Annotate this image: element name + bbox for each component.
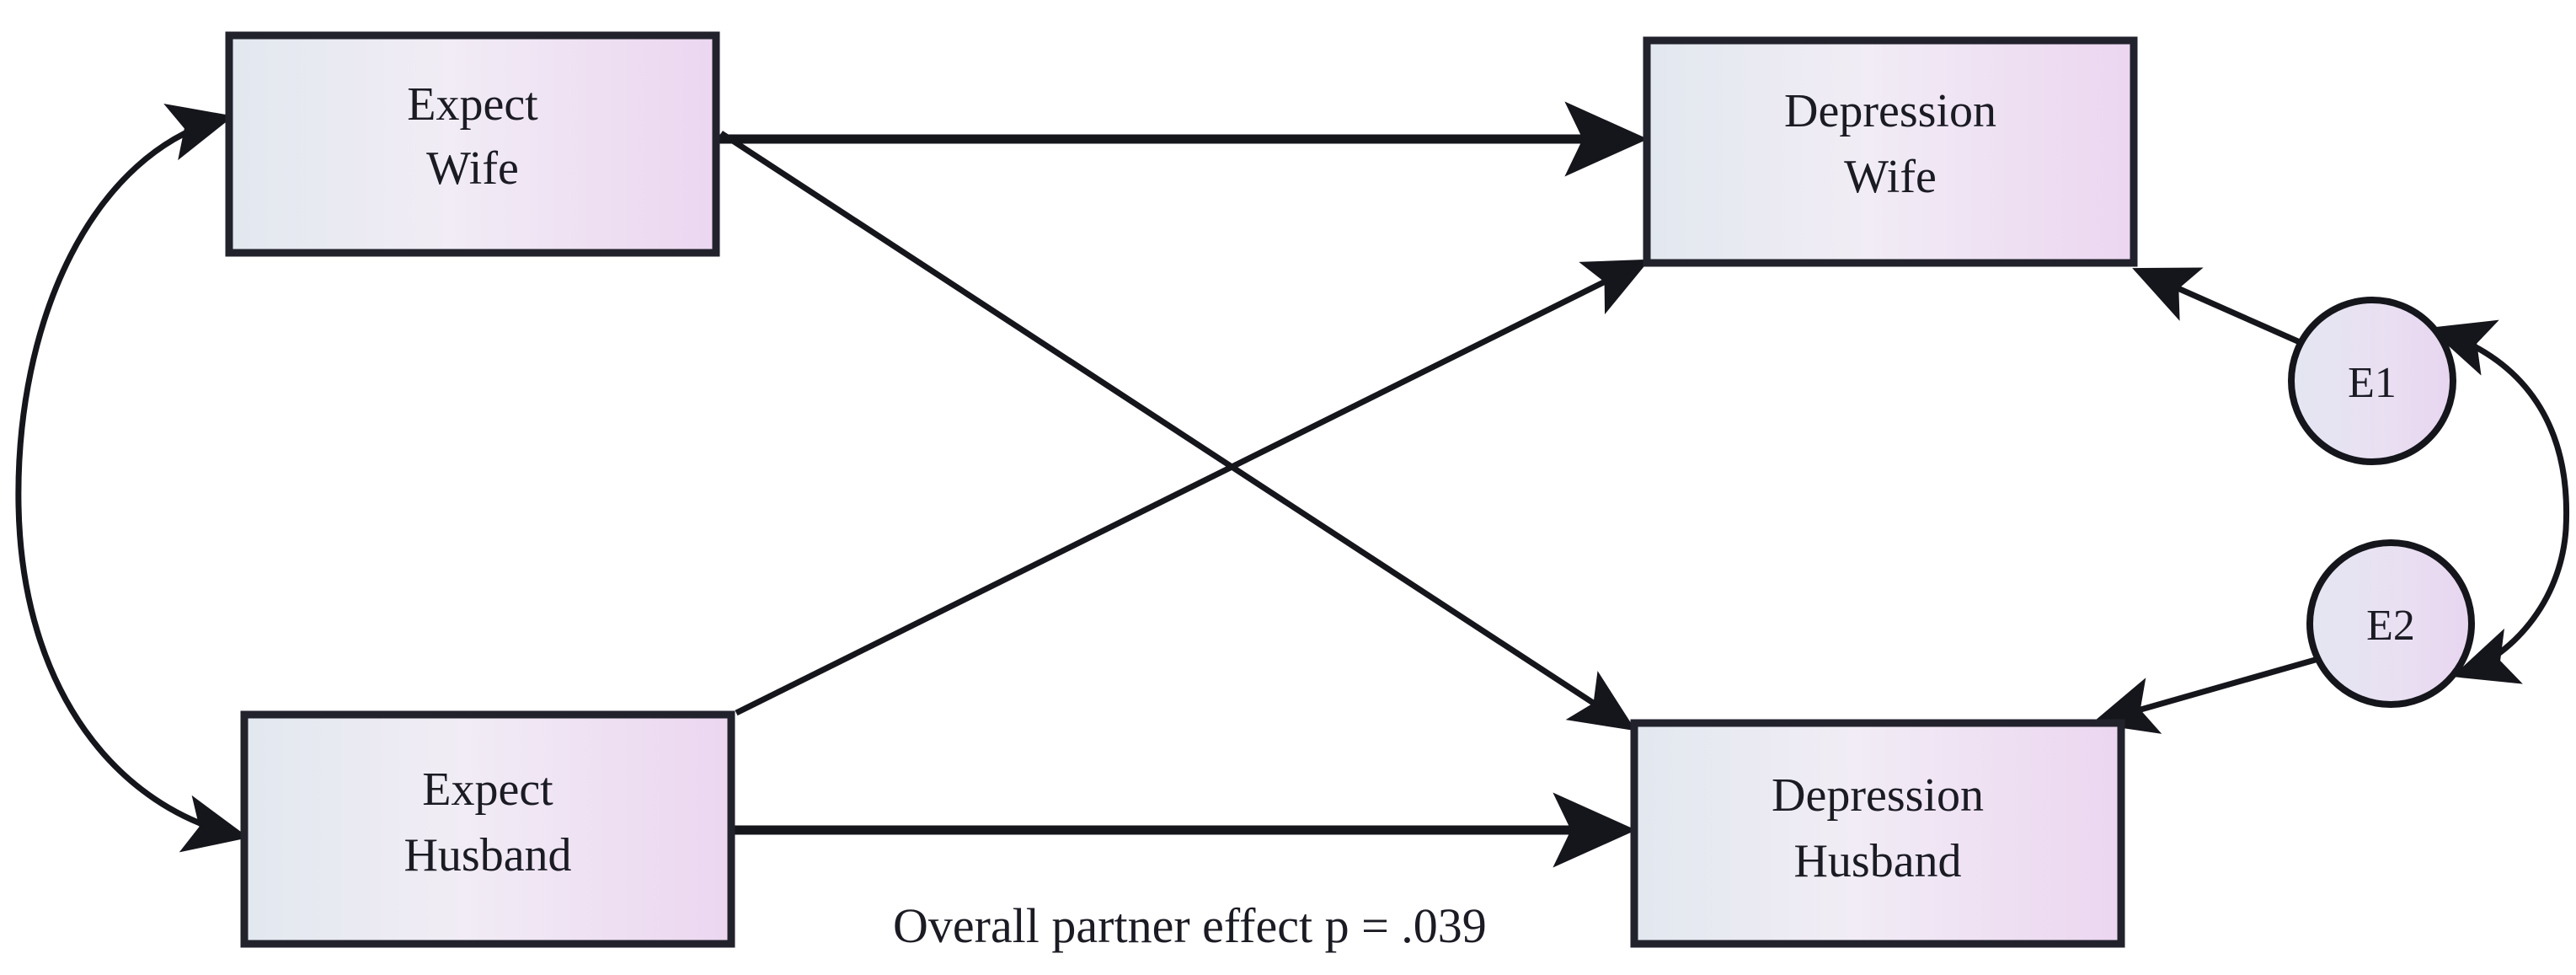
node-depression-husband[interactable]: Depression Husband — [1630, 719, 2125, 948]
expect-wife-box[interactable] — [225, 31, 720, 257]
e2-circle[interactable] — [2306, 539, 2475, 708]
expect-wife-label-line2: Wife — [426, 142, 519, 195]
expect-husband-label-line1: Expect — [422, 763, 553, 816]
edge-e2-to-depression-husband — [2091, 656, 2319, 734]
overall-partner-effect-caption: Overall partner effect p = .039 — [893, 898, 1487, 953]
depression-husband-label-line2: Husband — [1793, 835, 1961, 887]
depression-wife-label-line1: Depression — [1784, 85, 1996, 137]
expect-husband-box[interactable] — [240, 710, 735, 948]
depression-husband-label-line1: Depression — [1772, 769, 1984, 822]
expect-wife-label-line1: Expect — [407, 78, 538, 131]
edge-partner-husband-to-wife — [735, 259, 1650, 716]
node-e1[interactable]: E1 — [2288, 297, 2456, 465]
depression-wife-box[interactable] — [1643, 36, 2138, 267]
e1-label: E1 — [2348, 359, 2397, 407]
node-depression-wife[interactable]: Depression Wife — [1643, 36, 2138, 267]
node-expect-husband[interactable]: Expect Husband — [240, 710, 735, 948]
depression-wife-label-line2: Wife — [1844, 151, 1937, 203]
edge-error-correlation — [2428, 319, 2570, 684]
node-expect-wife[interactable]: Expect Wife — [225, 31, 720, 257]
e2-label: E2 — [2366, 602, 2415, 650]
edge-partner-wife-to-husband — [719, 131, 1637, 731]
edge-expect-correlation — [15, 104, 249, 853]
e1-circle[interactable] — [2288, 297, 2456, 465]
edge-e1-to-depression-wife — [2132, 267, 2301, 346]
depression-husband-box[interactable] — [1630, 719, 2125, 948]
expect-husband-label-line2: Husband — [404, 829, 571, 881]
node-e2[interactable]: E2 — [2306, 539, 2475, 708]
